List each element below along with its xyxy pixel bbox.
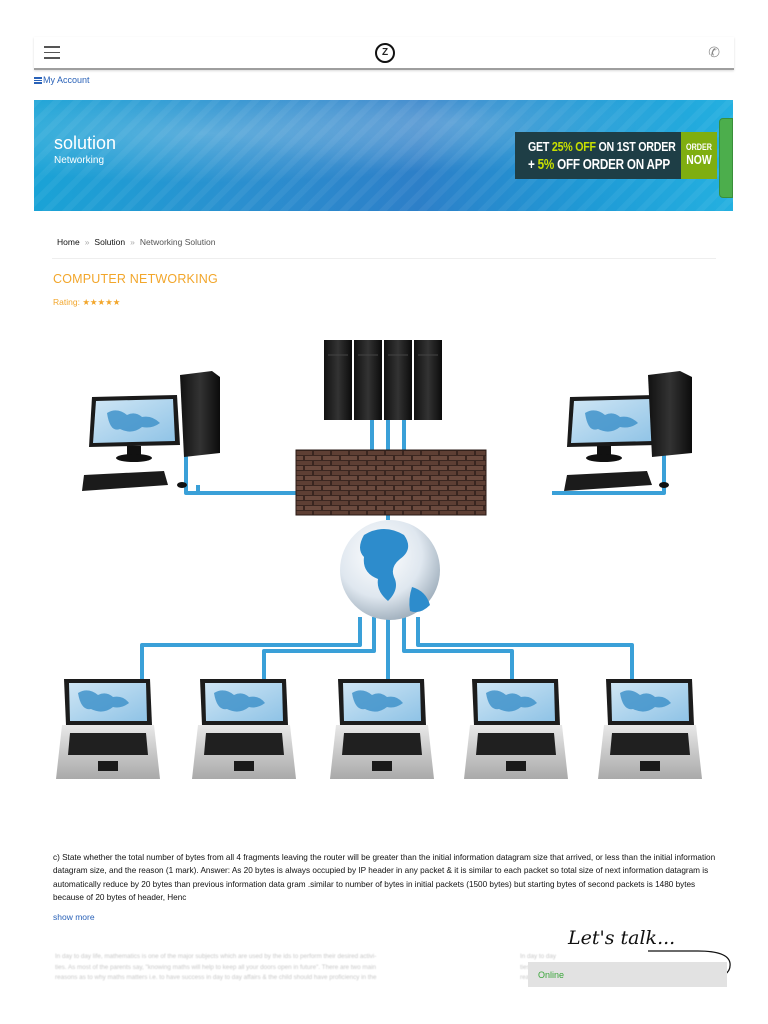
my-account-link[interactable]: My Account — [34, 75, 90, 85]
breadcrumb-separator: » — [130, 237, 135, 247]
chat-title: Let's talk... — [568, 927, 676, 949]
blurred-article-text: In day to day life, mathematics is one o… — [55, 953, 377, 981]
firewall-wall — [295, 449, 487, 516]
show-more-link[interactable]: show more — [53, 912, 95, 922]
breadcrumb-home[interactable]: Home — [57, 237, 80, 247]
top-navbar: Z ✆ — [34, 37, 734, 70]
chat-status: Online — [528, 962, 727, 987]
chat-swirl — [648, 950, 731, 975]
promo-line-1: GET 25% OFF ON 1ST ORDER — [528, 139, 676, 154]
laptop-computer — [192, 679, 296, 779]
desktop-computer-right — [564, 371, 692, 491]
hero-banner: solution Networking GET 25% OFF ON 1ST O… — [34, 100, 733, 211]
breadcrumb-current: Networking Solution — [139, 237, 216, 247]
laptop-computer — [598, 679, 702, 779]
network-diagram-image — [56, 340, 702, 779]
rating: Rating: ★★★★★ — [53, 297, 120, 308]
article-description: c) State whether the total number of byt… — [53, 853, 716, 902]
rating-stars: ★★★★★ — [82, 297, 121, 307]
breadcrumb: Home » Solution » Networking Solution — [57, 237, 215, 247]
promo-offer[interactable]: GET 25% OFF ON 1ST ORDER + 5% OFF ORDER … — [515, 132, 717, 179]
divider — [52, 258, 716, 259]
laptop-computer — [56, 679, 160, 779]
promo-line-2: + 5% OFF ORDER ON APP — [528, 156, 670, 173]
banner-subtitle: Networking — [54, 155, 105, 166]
laptop-row — [56, 679, 702, 779]
breadcrumb-separator: » — [84, 237, 90, 247]
list-icon — [34, 77, 42, 84]
breadcrumb-solution[interactable]: Solution — [94, 237, 126, 247]
banner-title: solution — [54, 133, 117, 153]
menu-icon[interactable] — [44, 46, 60, 59]
server-rack — [324, 340, 442, 420]
desktop-computer-left — [82, 371, 220, 491]
page-title: COMPUTER NETWORKING — [53, 272, 218, 286]
laptop-computer — [330, 679, 434, 779]
phone-icon[interactable]: ✆ — [708, 44, 720, 60]
globe — [340, 520, 440, 620]
my-account-label: My Account — [43, 75, 90, 85]
chat-widget[interactable]: Let's talk... Online — [528, 925, 733, 988]
rating-label: Rating: — [53, 297, 80, 307]
side-tab[interactable] — [719, 118, 733, 198]
laptop-computer — [464, 679, 568, 779]
site-logo[interactable]: Z — [375, 43, 395, 63]
